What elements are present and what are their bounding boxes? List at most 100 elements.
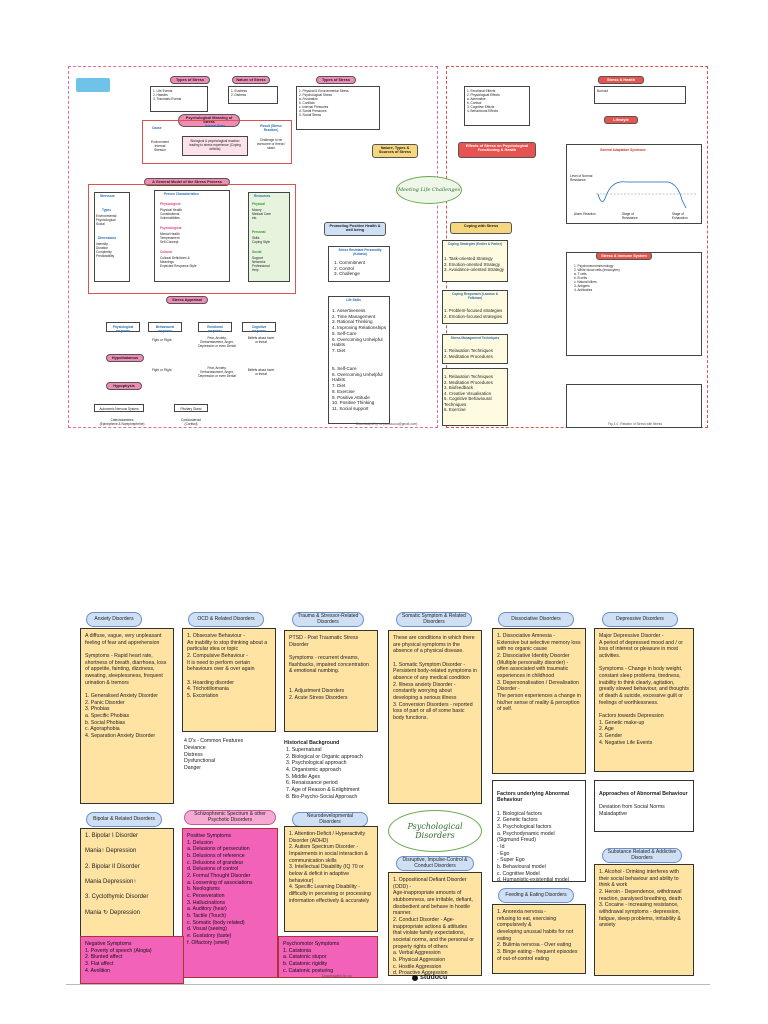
logo (76, 78, 110, 92)
nature-of-stress-list: 1. Eustress 2. Distress (228, 86, 278, 104)
psychological-text: Mental Health Temperament Self-Concept (160, 232, 180, 244)
resistant-title: Stress Resistant Personality (Kobasa) (338, 248, 382, 256)
cog-text-2: Beliefs about harm or threat (247, 368, 275, 376)
disruptive-body: 1. Oppositional Defiant Disorder (ODD) -… (388, 872, 482, 976)
cause-text: Environment Internal Stressor (151, 140, 169, 152)
effects-title: Effects of Stress on Psychological Funct… (458, 142, 536, 158)
psych-meaning-panel (142, 120, 292, 164)
approaches-title: Approaches of Abnormal Behaviour (599, 790, 688, 797)
stress-health: Stress & Health (598, 76, 644, 85)
life-list-2: 5. Self-Care 6. Overcoming Unhelpful Hab… (332, 366, 383, 412)
life-skills-title: Life Skills (346, 298, 361, 302)
neuro-head: Neurodevelopmental Disorders (292, 812, 368, 827)
cultural-text: Cultural Definitions & Meanings Expected… (160, 256, 197, 268)
hist-title: Historical Background (284, 740, 340, 746)
coping-strategies-box (442, 240, 508, 282)
depressive-body: Major Depressive Disorder - A period of … (594, 628, 694, 772)
types-text: Environmental Psychological Social (96, 214, 117, 226)
feeding-body: 1. Anorexia nervosa - refusing to eat, e… (492, 904, 586, 974)
physio-response: Physiological response (106, 322, 140, 333)
types-of-stress-2-header: Types of Stress (316, 76, 356, 85)
ds-title: 4 D's - Common Features (184, 738, 244, 744)
physiological-label: Physiological (160, 202, 181, 206)
dimensions-label: Dimensions (98, 236, 117, 240)
resources-label: Resources (254, 194, 271, 198)
physiological-text: Physical Health Constitutional Vulnerabi… (160, 208, 182, 220)
studocu-logo: studocu (412, 974, 447, 981)
stress-mgmt-box-2 (442, 368, 508, 426)
resources-panel (248, 192, 290, 282)
ans-box: Autonomic Nervous System (94, 404, 144, 412)
cog-response: Cognitive response (242, 322, 276, 333)
studocu-icon (412, 974, 418, 981)
factors-box: Factors underlying Abnormal Behaviour 1.… (492, 780, 586, 882)
psychological-label: Psychological (160, 226, 182, 230)
gas-panel (566, 144, 702, 224)
life-list: 1. Assertiveness 2. Time Management 3. R… (332, 308, 387, 354)
schizo-psychomotor: Psychomotor Symptoms 1. Catatonia a. Cat… (278, 936, 378, 978)
meeting-title: Meeting Life Challenges (397, 187, 461, 193)
left-region (68, 66, 438, 428)
internal-state-text: Biological & psychological reaction lead… (182, 136, 248, 156)
types-label: Types (102, 208, 111, 212)
types-of-stress-2-list: 1. Physical & Environmental Stress 2. Ps… (296, 86, 380, 130)
anxiety-body: A diffuse, vague, very unpleasant feelin… (80, 628, 174, 804)
stress-appraisal: Stress Appraisal (166, 296, 208, 305)
substance-head: Substance Related & Addictive Disorders (602, 848, 682, 863)
stressors-label: Stressors (100, 194, 115, 198)
gas-curve (596, 181, 696, 209)
page1: Types of Stress 1. Life Events 2. Hassle… (66, 64, 710, 432)
schizo-negative: Negative Symptoms 1. Poverty of speech (… (80, 936, 184, 984)
effects-list: 1. Emotional Effects 2. Physiological Ef… (464, 86, 530, 126)
footer-downloaded: Downloaded by no (322, 974, 352, 978)
social-text: Support Networks Professional Help (252, 256, 270, 272)
ds-body: Deviance Distress Dysfunctional Danger (184, 745, 216, 771)
dissociative-head: Dissociative Disorders (498, 612, 574, 627)
gas-exhaust: Stage of Exhaustion (672, 212, 688, 220)
factors-title: Factors underlying Abnormal Behaviour (497, 790, 570, 804)
stressors-panel (94, 192, 130, 282)
hypothalamus: Hypothalamus (106, 354, 144, 363)
cultural-label: Cultural (160, 250, 173, 254)
types-of-stress-header: Types of Stress (170, 76, 210, 85)
fight-flight-2: Fight or Flight (152, 368, 172, 372)
internal-state-label: Internal State (204, 124, 226, 128)
stress-mgmt-list-a: 1. Relaxation Techniques 2. Meditation P… (444, 348, 493, 359)
person-chars-panel (154, 190, 230, 282)
general-model-panel (88, 184, 296, 294)
emo-text: Fear, Anxiety, Embarrassment, Anger, Dep… (198, 336, 236, 348)
nature-types-sources: Nature, Types & Sources of Stress (372, 144, 418, 158)
promoting-header: Promoting Positive Health & well being (324, 222, 386, 236)
types-of-stress-list: 1. Life Events 2. Hassles 3. Traumatic E… (150, 86, 208, 112)
trauma-head: Trauma & Stressor-Related Disorders (292, 612, 364, 627)
lifestyle: Lifestyle (604, 116, 638, 125)
bipolar-head: Bipolar & Related Disorders (86, 812, 162, 827)
center-title: Psychological Disorders (407, 822, 463, 840)
result-label: Result (Stress Reaction) (260, 124, 282, 132)
behav-response: Behavioural response (148, 322, 182, 333)
substance-body: 1. Alcohol - Drinking interferes with th… (594, 864, 694, 976)
schizo-body: Positive Symptoms 1. Delusion a. Delusio… (182, 828, 278, 978)
studocu-text: studocu (420, 974, 448, 981)
coping-strategies-title: Coping Strategies (Endler & Parker) (447, 242, 503, 246)
general-model-header: A General Model of the Stress Process (144, 178, 230, 187)
page2: Anxiety Disorders A diffuse, vague, very… (66, 604, 710, 985)
gas-alarm: Alarm Reaction (574, 212, 596, 216)
personal-text: Skills Coping Style (252, 236, 271, 244)
somatic-head: Somatic Symptom & Related Disorders (396, 612, 472, 627)
meeting-life-challenges: Meeting Life Challenges (396, 176, 462, 204)
ocd-head: OCD & Related Disorders (188, 612, 264, 627)
ocd-body: 1. Obsessive Behaviour - An inability to… (182, 628, 276, 732)
emo-text-2: Fear, Anxiety, Embarrassment, Anger, Dep… (198, 366, 236, 378)
fight-flight: Fight or Flight (152, 338, 172, 342)
emo-response: Emotional response (198, 322, 232, 333)
gas-resist: Stage of Resistance (622, 212, 638, 220)
coping-responses-title: Coping Responses (Lazarus & Folkman) (451, 292, 499, 300)
dissociative-body: 1. Dissociative Amnesia - Extensive but … (492, 628, 586, 774)
physical-label: Physical (252, 202, 265, 206)
schizo-head: Schizophrenic Spectrum & other Psychotic… (184, 810, 276, 825)
fig-caption: Fig.3.4 : Relation of Stress with Illnes… (608, 422, 663, 426)
stress-mgmt-box (442, 334, 508, 364)
life-skills-box (328, 296, 390, 424)
coping-responses-box (442, 290, 508, 324)
